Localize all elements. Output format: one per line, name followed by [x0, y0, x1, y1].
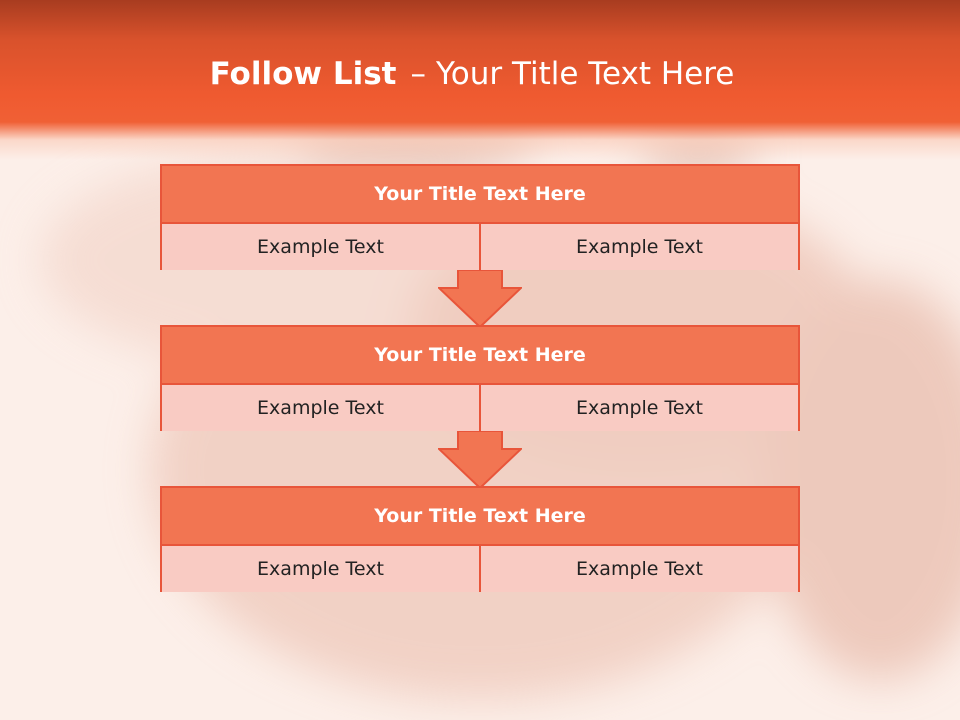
step-cell-left: Example Text — [162, 385, 479, 431]
step-cell-left: Example Text — [162, 546, 479, 592]
slide-title: Follow List–Your Title Text Here — [0, 56, 944, 92]
title-bar — [0, 0, 960, 160]
slide-title-separator: – — [410, 56, 426, 92]
slide-title-bold: Follow List — [209, 56, 397, 92]
slide-title-rest: Your Title Text Here — [435, 56, 735, 92]
down-arrow-icon — [438, 431, 522, 489]
step-cell-right: Example Text — [479, 385, 798, 431]
step-cell-right: Example Text — [479, 546, 798, 592]
step-box-2: Your Title Text Here Example Text Exampl… — [160, 325, 800, 431]
step-cell-right: Example Text — [479, 224, 798, 270]
step-cell-left: Example Text — [162, 224, 479, 270]
step-title: Your Title Text Here — [162, 166, 798, 224]
step-box-1: Your Title Text Here Example Text Exampl… — [160, 164, 800, 270]
step-box-3: Your Title Text Here Example Text Exampl… — [160, 486, 800, 592]
down-arrow-icon — [438, 270, 522, 328]
step-title: Your Title Text Here — [162, 488, 798, 546]
step-title: Your Title Text Here — [162, 327, 798, 385]
